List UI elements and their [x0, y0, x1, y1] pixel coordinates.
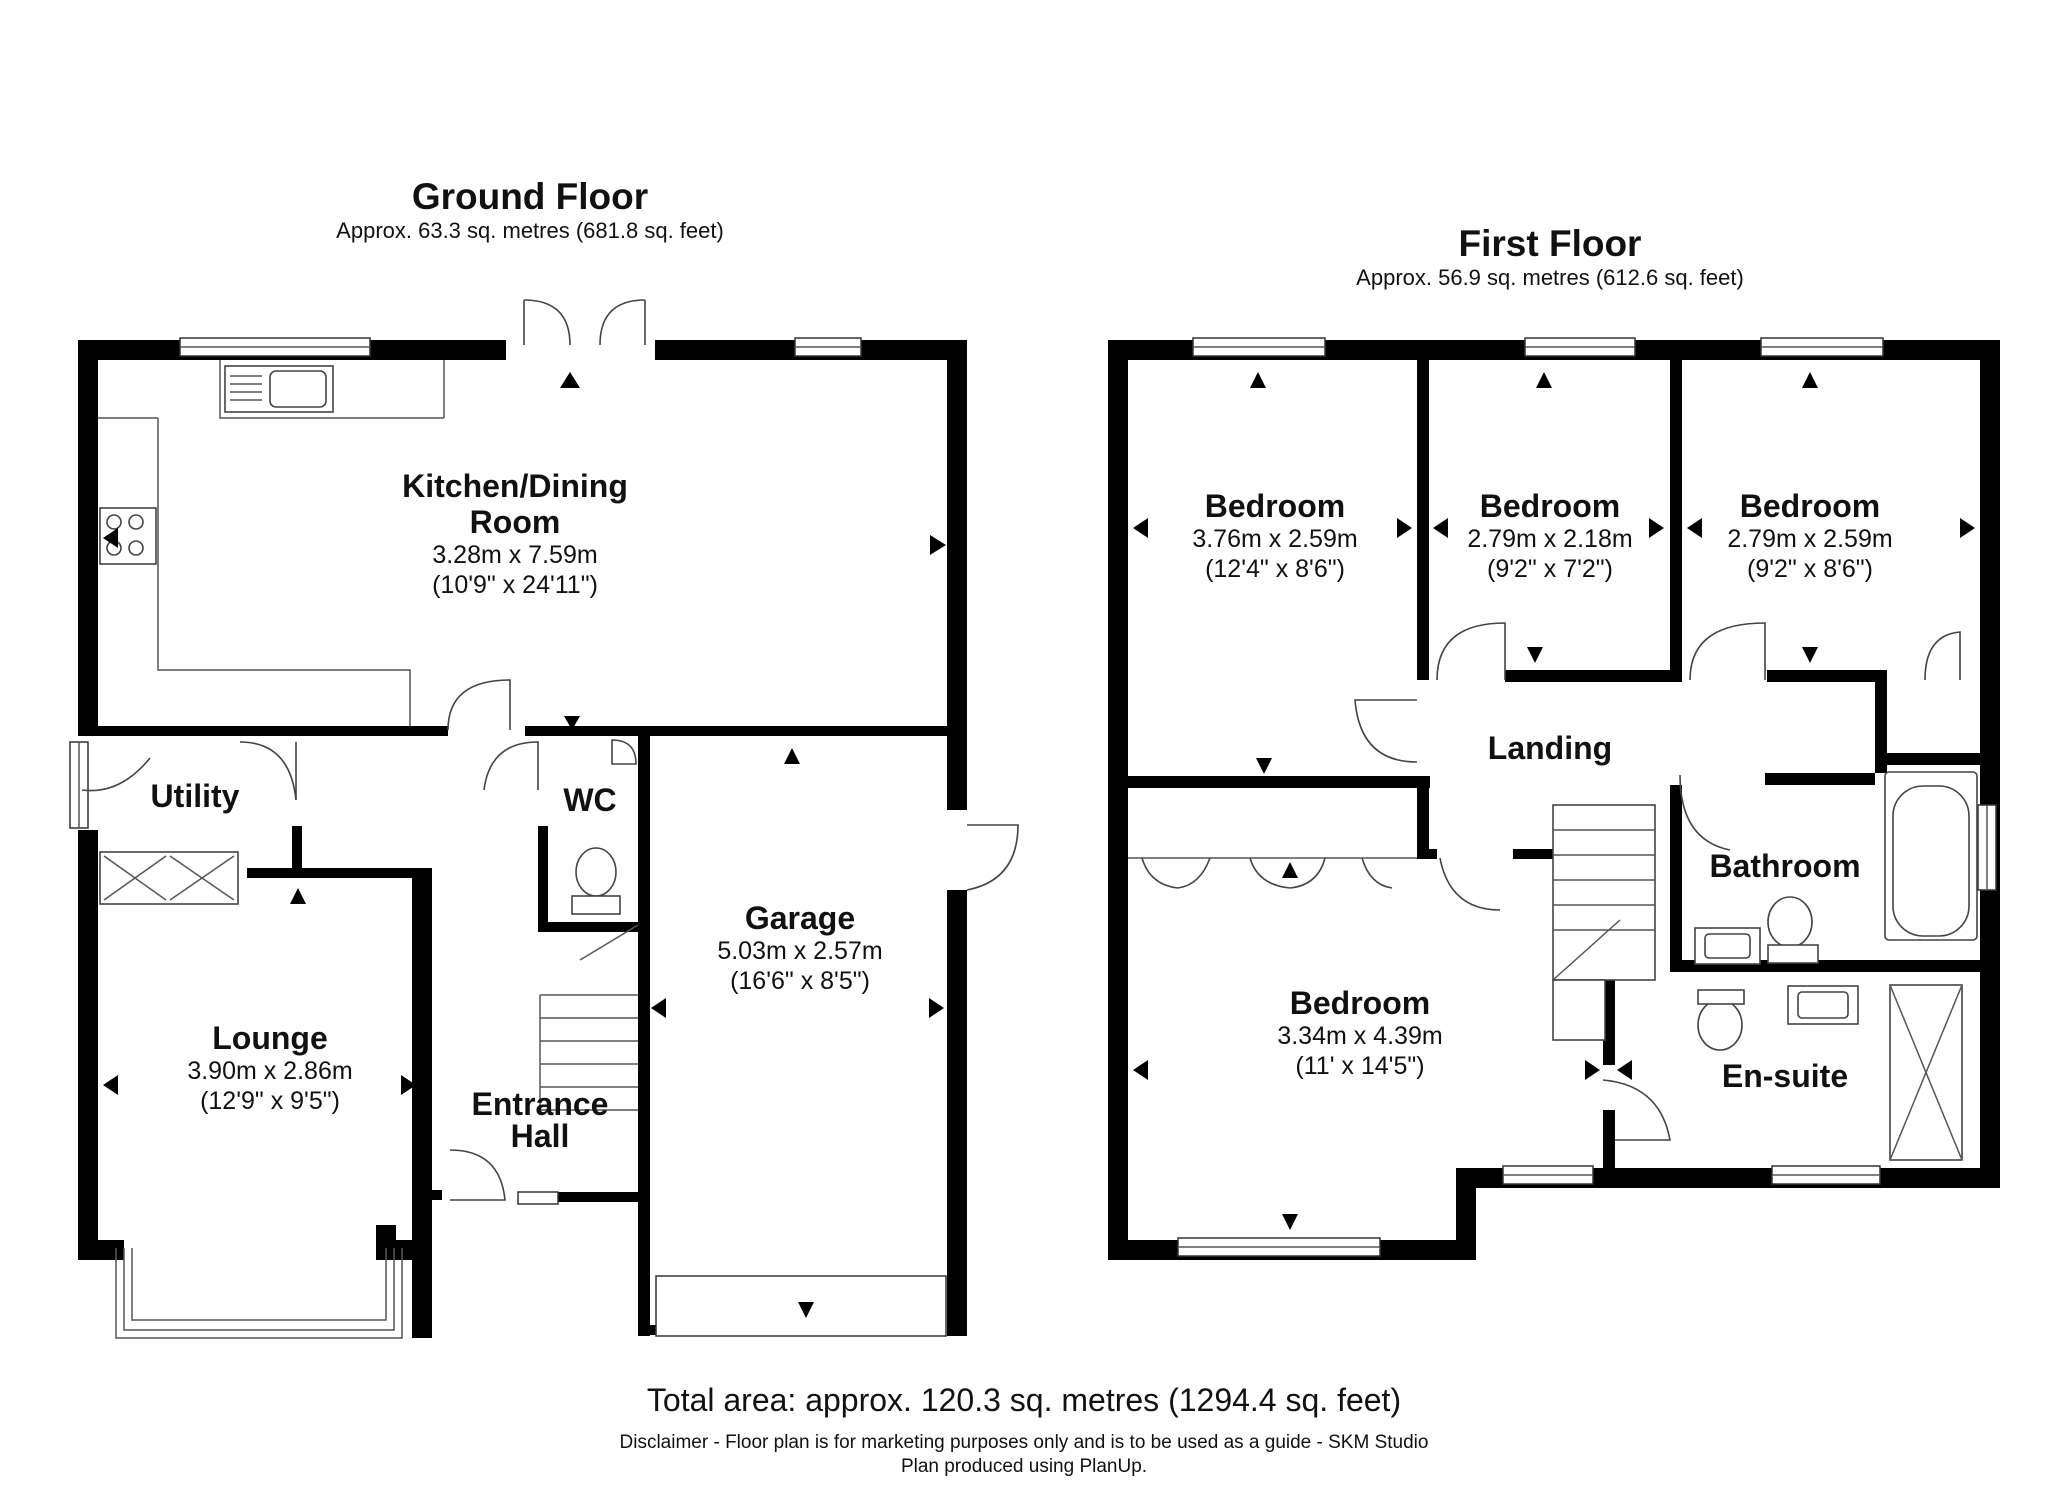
kitchen-fixtures [98, 360, 639, 1111]
room-label-bedroom-2: Bedroom 2.79m x 2.18m (9'2" x 7'2") [1430, 488, 1670, 584]
first-floor-plan [1108, 337, 2000, 1260]
bedroom-3-name: Bedroom [1739, 488, 1881, 524]
bedroom-2-metric: 2.79m x 2.18m [1467, 525, 1633, 553]
room-label-ensuite: En-suite [1721, 1058, 1849, 1094]
first-floor-fixtures [1128, 771, 1978, 1161]
first-floor-header: First Floor Approx. 56.9 sq. metres (612… [1300, 223, 1800, 291]
first-floor-arrows [1133, 372, 1975, 1230]
room-label-wc: WC [563, 782, 617, 818]
garage-imperial: (16'6" x 8'5") [730, 967, 870, 995]
total-area: Total area: approx. 120.3 sq. metres (12… [646, 1382, 1402, 1418]
lounge-metric: 3.90m x 2.86m [187, 1057, 353, 1085]
ground-floor-plan [69, 299, 1019, 1339]
room-label-bedroom-1: Bedroom 3.76m x 2.59m (12'4" x 8'6") [1150, 488, 1400, 584]
disclaimer: Disclaimer - Floor plan is for marketing… [619, 1432, 1429, 1453]
bedroom-2-name: Bedroom [1479, 488, 1621, 524]
first-floor-area: Approx. 56.9 sq. metres (612.6 sq. feet) [1356, 265, 1744, 290]
entrance-name-line2: Hall [510, 1118, 570, 1154]
first-floor-title: First Floor [1458, 223, 1642, 264]
first-floor-doors [1354, 622, 1961, 1141]
bedroom-3-imperial: (9'2" x 8'6") [1747, 555, 1873, 583]
room-label-landing: Landing [1487, 730, 1613, 766]
kitchen-metric: 3.28m x 7.59m [432, 541, 598, 569]
bedroom-4-name: Bedroom [1289, 985, 1431, 1021]
bedroom-4-metric: 3.34m x 4.39m [1277, 1022, 1443, 1050]
entrance-name-line1: Entrance [471, 1086, 609, 1122]
ground-floor-title: Ground Floor [411, 176, 649, 217]
room-label-bedroom-4: Bedroom 3.34m x 4.39m (11' x 14'5") [1220, 985, 1500, 1081]
ground-floor-doors [81, 299, 1019, 1201]
room-label-entrance-hall: Entrance Hall [450, 1088, 630, 1152]
kitchen-imperial: (10'9" x 24'11") [432, 571, 598, 599]
ground-floor-header: Ground Floor Approx. 63.3 sq. metres (68… [280, 176, 780, 244]
ground-floor-area: Approx. 63.3 sq. metres (681.8 sq. feet) [336, 218, 724, 243]
garage-metric: 5.03m x 2.57m [717, 937, 883, 965]
kitchen-name-line2: Room [469, 504, 561, 540]
ground-floor-walls [78, 340, 967, 1338]
room-label-kitchen: Kitchen/Dining Room 3.28m x 7.59m (10'9"… [350, 468, 680, 600]
room-label-garage: Garage 5.03m x 2.57m (16'6" x 8'5") [660, 900, 940, 996]
first-floor-walls [1108, 340, 2000, 1260]
garage-name: Garage [744, 900, 856, 936]
bedroom-1-metric: 3.76m x 2.59m [1192, 525, 1358, 553]
first-floor-windows [1177, 337, 1997, 1257]
room-label-bathroom: Bathroom [1709, 848, 1861, 884]
plan-credit: Plan produced using PlanUp. [900, 1456, 1148, 1477]
bedroom-3-metric: 2.79m x 2.59m [1727, 525, 1893, 553]
lounge-name: Lounge [212, 1020, 328, 1056]
ground-floor-arrows [103, 372, 946, 1318]
kitchen-name-line1: Kitchen/Dining [402, 468, 628, 504]
lounge-imperial: (12'9" x 9'5") [200, 1087, 340, 1115]
room-label-lounge: Lounge 3.90m x 2.86m (12'9" x 9'5") [130, 1020, 410, 1116]
room-label-bedroom-3: Bedroom 2.79m x 2.59m (9'2" x 8'6") [1690, 488, 1930, 584]
bedroom-1-name: Bedroom [1204, 488, 1346, 524]
room-label-utility: Utility [150, 778, 240, 814]
bedroom-4-imperial: (11' x 14'5") [1295, 1052, 1425, 1080]
bedroom-1-imperial: (12'4" x 8'6") [1205, 555, 1345, 583]
bedroom-2-imperial: (9'2" x 7'2") [1487, 555, 1613, 583]
